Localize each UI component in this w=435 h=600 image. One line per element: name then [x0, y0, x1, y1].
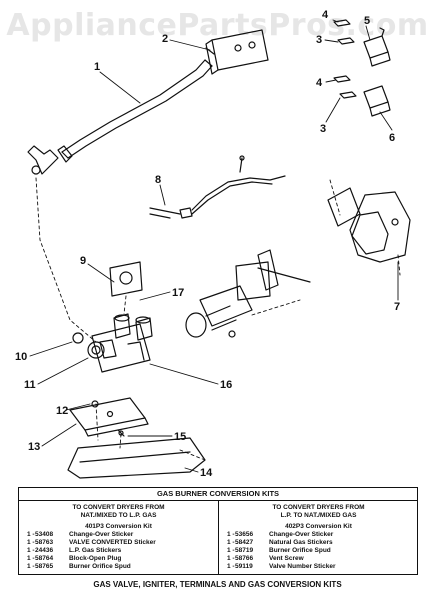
lp-conversion-column: TO CONVERT DRYERS FROM NAT./MIXED TO L.P…	[19, 501, 219, 574]
connector-block-5-part	[363, 27, 391, 67]
natural-gas-conversion-column: TO CONVERT DRYERS FROM L.P. TO NAT./MIXE…	[219, 501, 418, 574]
callout-9: 9	[80, 255, 86, 267]
callout-6: 6	[389, 132, 395, 144]
callout-15: 15	[174, 431, 186, 443]
mounting-bracket-part	[205, 29, 269, 75]
kit-table-header: GAS BURNER CONVERSION KITS	[19, 488, 417, 501]
callout-5: 5	[364, 15, 370, 27]
callout-4-lower: 4	[316, 77, 323, 89]
conversion-kits-table: GAS BURNER CONVERSION KITS TO CONVERT DR…	[18, 487, 418, 575]
connector-block-6-part	[363, 85, 391, 117]
callout-11: 11	[24, 379, 36, 391]
callout-8: 8	[155, 174, 161, 186]
lp-kit-name: 401P3 Conversion Kit	[85, 523, 152, 530]
callout-1: 1	[94, 61, 100, 73]
natural-gas-heading: TO CONVERT DRYERS FROM L.P. TO NAT./MIXE…	[272, 504, 365, 519]
diagram-caption: GAS VALVE, IGNITER, TERMINALS AND GAS CO…	[93, 580, 342, 589]
callout-3-upper: 3	[316, 34, 322, 46]
exploded-parts-diagram: 1 2 3 4 5 4 3 6 8 7 9 17 10 11 16 12 13 …	[15, 9, 411, 479]
callout-leaders	[29, 19, 399, 473]
lp-heading: TO CONVERT DRYERS FROM NAT./MIXED TO L.P…	[72, 504, 165, 519]
callout-13: 13	[28, 441, 40, 453]
callout-16: 16	[220, 379, 232, 391]
valve-bracket-part	[69, 397, 149, 437]
burner-body-part	[185, 285, 253, 338]
gas-valve-part	[72, 323, 151, 373]
callout-3-lower: 3	[320, 123, 326, 135]
valve-coils-part	[109, 261, 153, 341]
wire-harness-part	[149, 155, 286, 219]
callout-17: 17	[172, 287, 184, 299]
igniter-shield-part	[235, 187, 411, 301]
burner-tube-part	[27, 59, 213, 175]
burner-cover-part	[67, 437, 206, 479]
callout-7: 7	[394, 301, 400, 313]
callout-10: 10	[15, 351, 27, 363]
callout-12: 12	[56, 405, 68, 417]
callout-14: 14	[200, 467, 213, 479]
watermark: AppliancePartsPros.com	[6, 8, 429, 43]
assembly-guide-lines	[35, 177, 401, 461]
callout-4-upper: 4	[322, 9, 329, 21]
callout-2: 2	[162, 33, 168, 45]
terminal-clips-part	[333, 19, 357, 99]
natural-gas-kit-name: 402P3 Conversion Kit	[285, 523, 352, 530]
